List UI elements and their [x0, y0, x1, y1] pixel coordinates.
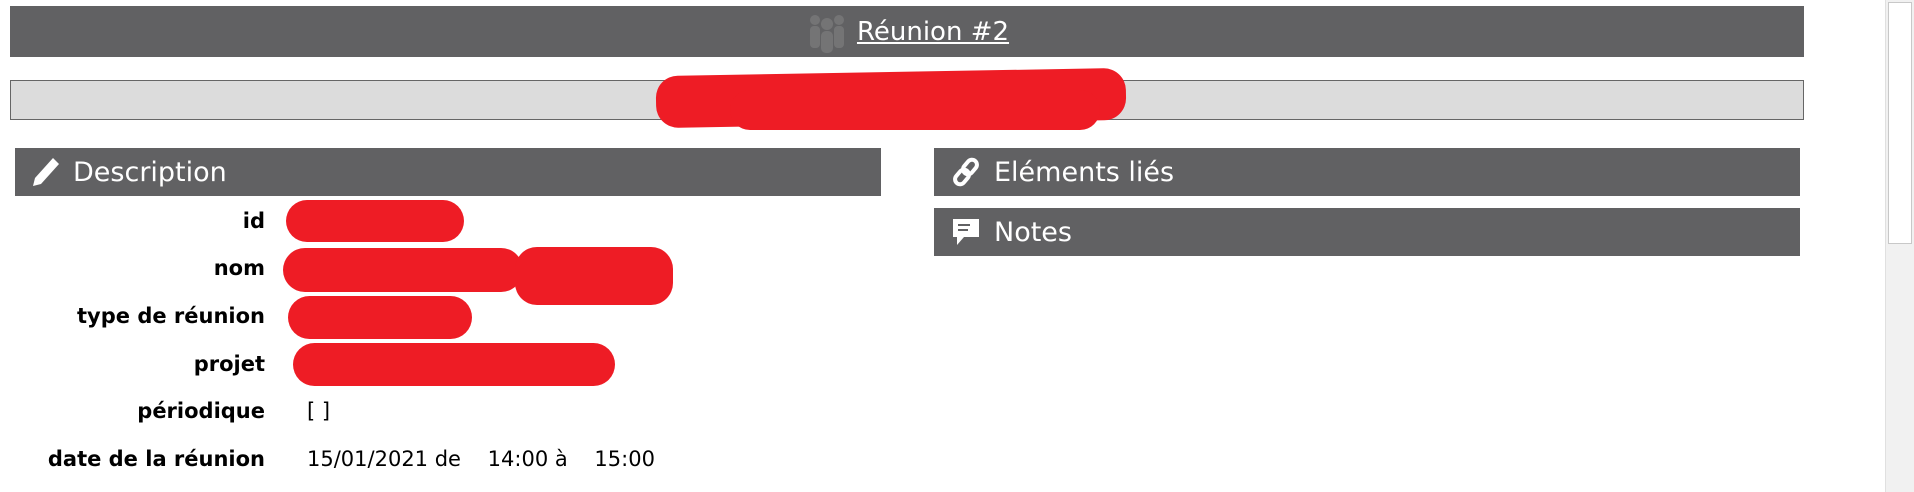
field-date: date de la réunion 15/01/2021 de 14:00 à …	[0, 439, 880, 479]
field-label: type de réunion	[77, 304, 265, 328]
redaction	[730, 90, 1100, 130]
page-title-link[interactable]: Réunion #2	[856, 16, 1010, 47]
linked-elements-title: Eléments liés	[994, 156, 1175, 188]
description-title: Description	[73, 156, 227, 188]
field-label: date de la réunion	[47, 447, 265, 471]
description-panel-header[interactable]: Description	[15, 148, 881, 196]
scrollbar-thumb[interactable]	[1888, 2, 1912, 244]
redaction	[293, 343, 615, 386]
vertical-scrollbar[interactable]	[1885, 0, 1914, 492]
redaction	[288, 296, 472, 339]
comment-icon	[953, 219, 979, 245]
field-value: 15/01/2021 de 14:00 à 15:00	[307, 447, 655, 471]
field-periodique: périodique [ ]	[0, 391, 880, 431]
notes-panel-header[interactable]: Notes	[934, 208, 1800, 256]
people-icon	[809, 14, 844, 53]
field-label: projet	[193, 352, 265, 376]
redaction	[283, 248, 523, 292]
redaction	[515, 247, 673, 305]
page-header: Réunion #2	[10, 6, 1804, 57]
field-projet: projet	[0, 344, 880, 384]
field-value: [ ]	[307, 399, 331, 423]
field-label: id	[242, 209, 265, 233]
pencil-icon	[33, 158, 59, 186]
redaction	[286, 200, 464, 242]
field-type: type de réunion	[0, 296, 880, 336]
linked-elements-panel-header[interactable]: Eléments liés	[934, 148, 1800, 196]
notes-title: Notes	[994, 216, 1072, 248]
field-nom: nom	[0, 248, 880, 288]
field-id: id	[0, 201, 880, 241]
field-label: périodique	[137, 399, 265, 423]
field-label: nom	[213, 256, 265, 280]
link-icon	[953, 157, 979, 187]
